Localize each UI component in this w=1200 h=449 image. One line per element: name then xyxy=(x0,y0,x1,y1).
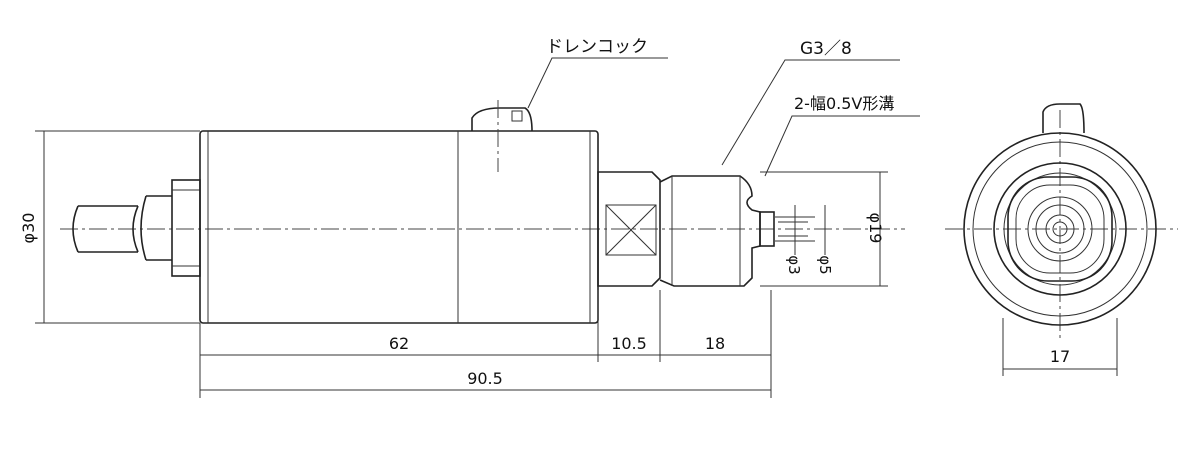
cable xyxy=(72,195,172,261)
g38-fitting xyxy=(659,175,826,287)
dim-phi3: φ3 xyxy=(785,255,803,274)
dim-18: 18 xyxy=(705,334,725,353)
dim-phi5: φ5 xyxy=(816,255,834,274)
dim-90-5: 90.5 xyxy=(467,369,503,388)
dim-62: 62 xyxy=(389,334,409,353)
drain-cock xyxy=(471,100,533,172)
hex-section xyxy=(597,171,661,287)
sensor-body xyxy=(199,130,599,324)
dim-lengths: 62 10.5 18 90.5 xyxy=(199,290,772,398)
groove-leader xyxy=(764,115,920,177)
drain-cock-leader xyxy=(527,57,668,109)
svg-text:φ19: φ19 xyxy=(866,213,885,244)
dim-17: 17 xyxy=(1050,347,1070,366)
groove-label: 2-幅0.5V形溝 xyxy=(794,94,894,113)
thread-label: G3／8 xyxy=(800,39,852,59)
cable-nut xyxy=(171,179,201,277)
end-view: 17 xyxy=(963,103,1157,376)
dim-10-5: 10.5 xyxy=(611,334,647,353)
svg-text:φ30: φ30 xyxy=(19,213,38,244)
dim-phi19: φ19 xyxy=(760,171,888,287)
thread-leader xyxy=(721,59,900,166)
drain-cock-label: ドレンコック xyxy=(546,37,648,57)
dim-phi30: φ30 xyxy=(19,130,200,324)
